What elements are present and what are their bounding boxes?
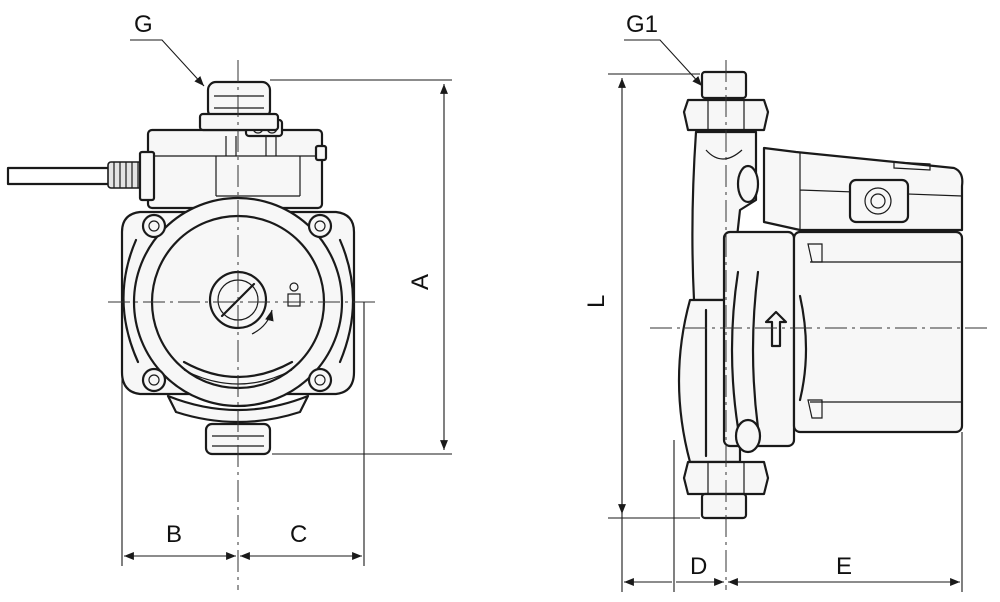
label-c: C	[290, 521, 307, 548]
motor-stator	[792, 230, 964, 434]
label-g: G	[134, 11, 153, 38]
top-union	[700, 70, 748, 100]
label-e: E	[836, 553, 852, 580]
power-cable	[6, 166, 114, 186]
front-view	[6, 60, 380, 590]
flange-bolts	[141, 213, 333, 393]
label-g1: G1	[626, 11, 658, 38]
label-d: D	[690, 553, 707, 580]
bottom-nut	[682, 460, 770, 496]
switch-button	[848, 178, 910, 224]
indicator-icon	[287, 293, 301, 307]
label-l: L	[583, 295, 610, 308]
side-view	[650, 60, 990, 590]
label-b: B	[166, 521, 182, 548]
side-dimensions	[608, 39, 963, 592]
flow-arrow-icon	[764, 310, 788, 348]
bottom-union	[700, 492, 748, 520]
motor-flange	[722, 230, 796, 448]
front-dimensions	[121, 39, 452, 566]
top-connection	[206, 80, 272, 120]
label-a: A	[407, 274, 434, 290]
